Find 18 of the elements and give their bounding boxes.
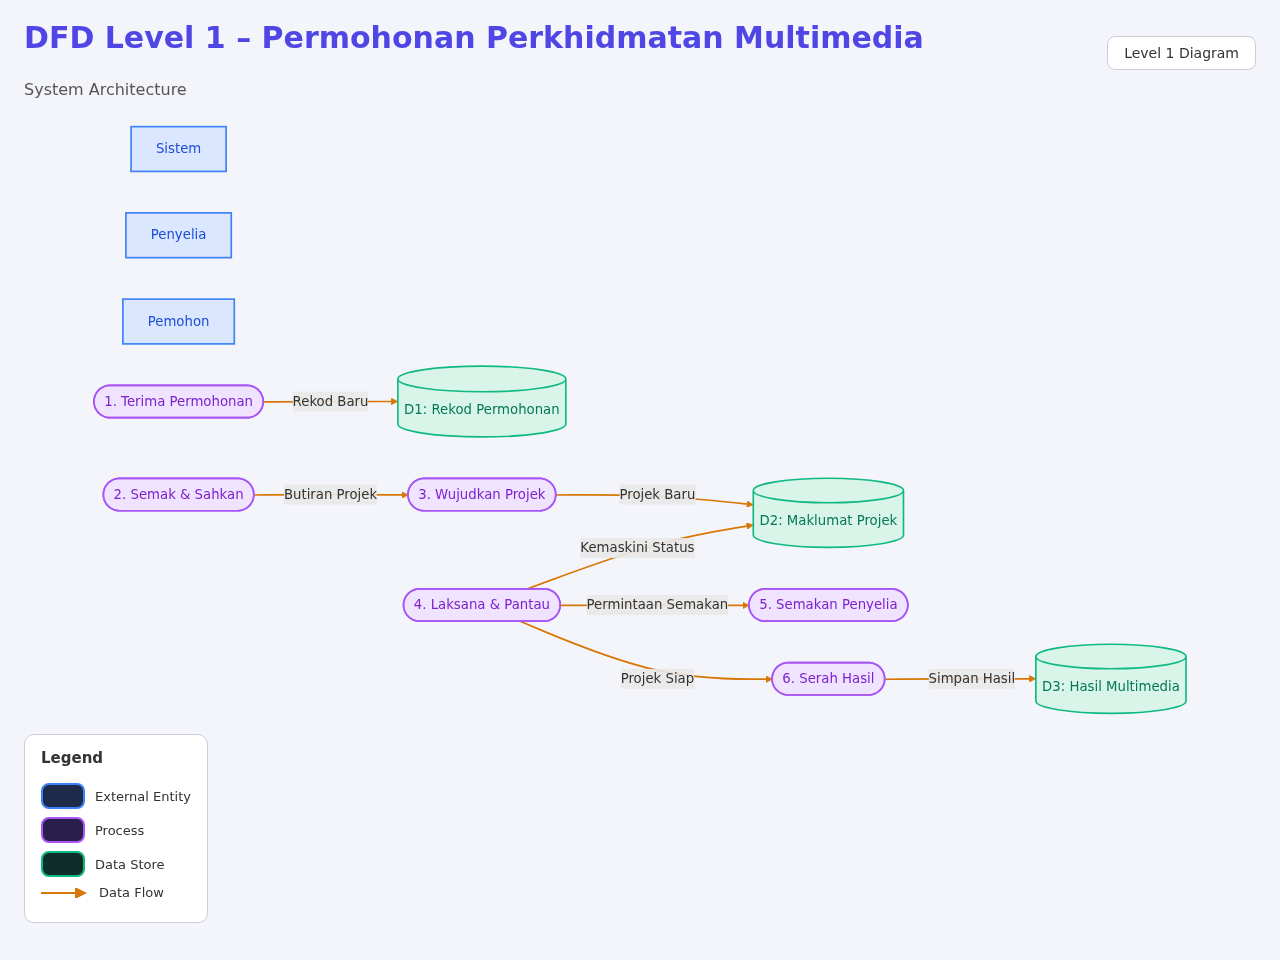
edge-label: Kemaskini Status bbox=[580, 539, 695, 556]
edge-label: Permintaan Semakan bbox=[586, 596, 729, 613]
diagram-badge: Level 1 Diagram bbox=[1107, 36, 1256, 70]
legend-label: Process bbox=[95, 822, 145, 838]
edge-label: Simpan Hasil bbox=[928, 670, 1016, 687]
node-box: Sistem bbox=[130, 125, 227, 173]
edge-label: Projek Siap bbox=[620, 670, 695, 687]
legend-heading: Legend bbox=[41, 749, 104, 767]
legend-label: Data Flow bbox=[99, 885, 164, 900]
edge-label: Rekod Baru bbox=[292, 393, 369, 409]
legend-label: External Entity bbox=[95, 788, 192, 804]
diagram-title: DFD Level 1 – Permohonan Perkhidmatan Multimedia bbox=[24, 20, 924, 55]
subtitle: System Architecture bbox=[24, 80, 187, 99]
edge-label: Projek Baru bbox=[619, 486, 696, 503]
node-box: Penyelia bbox=[125, 212, 233, 259]
node-box: Pemohon bbox=[122, 298, 236, 345]
legend-label: Data Store bbox=[95, 856, 165, 872]
edge-label: Butiran Projek bbox=[283, 486, 378, 503]
